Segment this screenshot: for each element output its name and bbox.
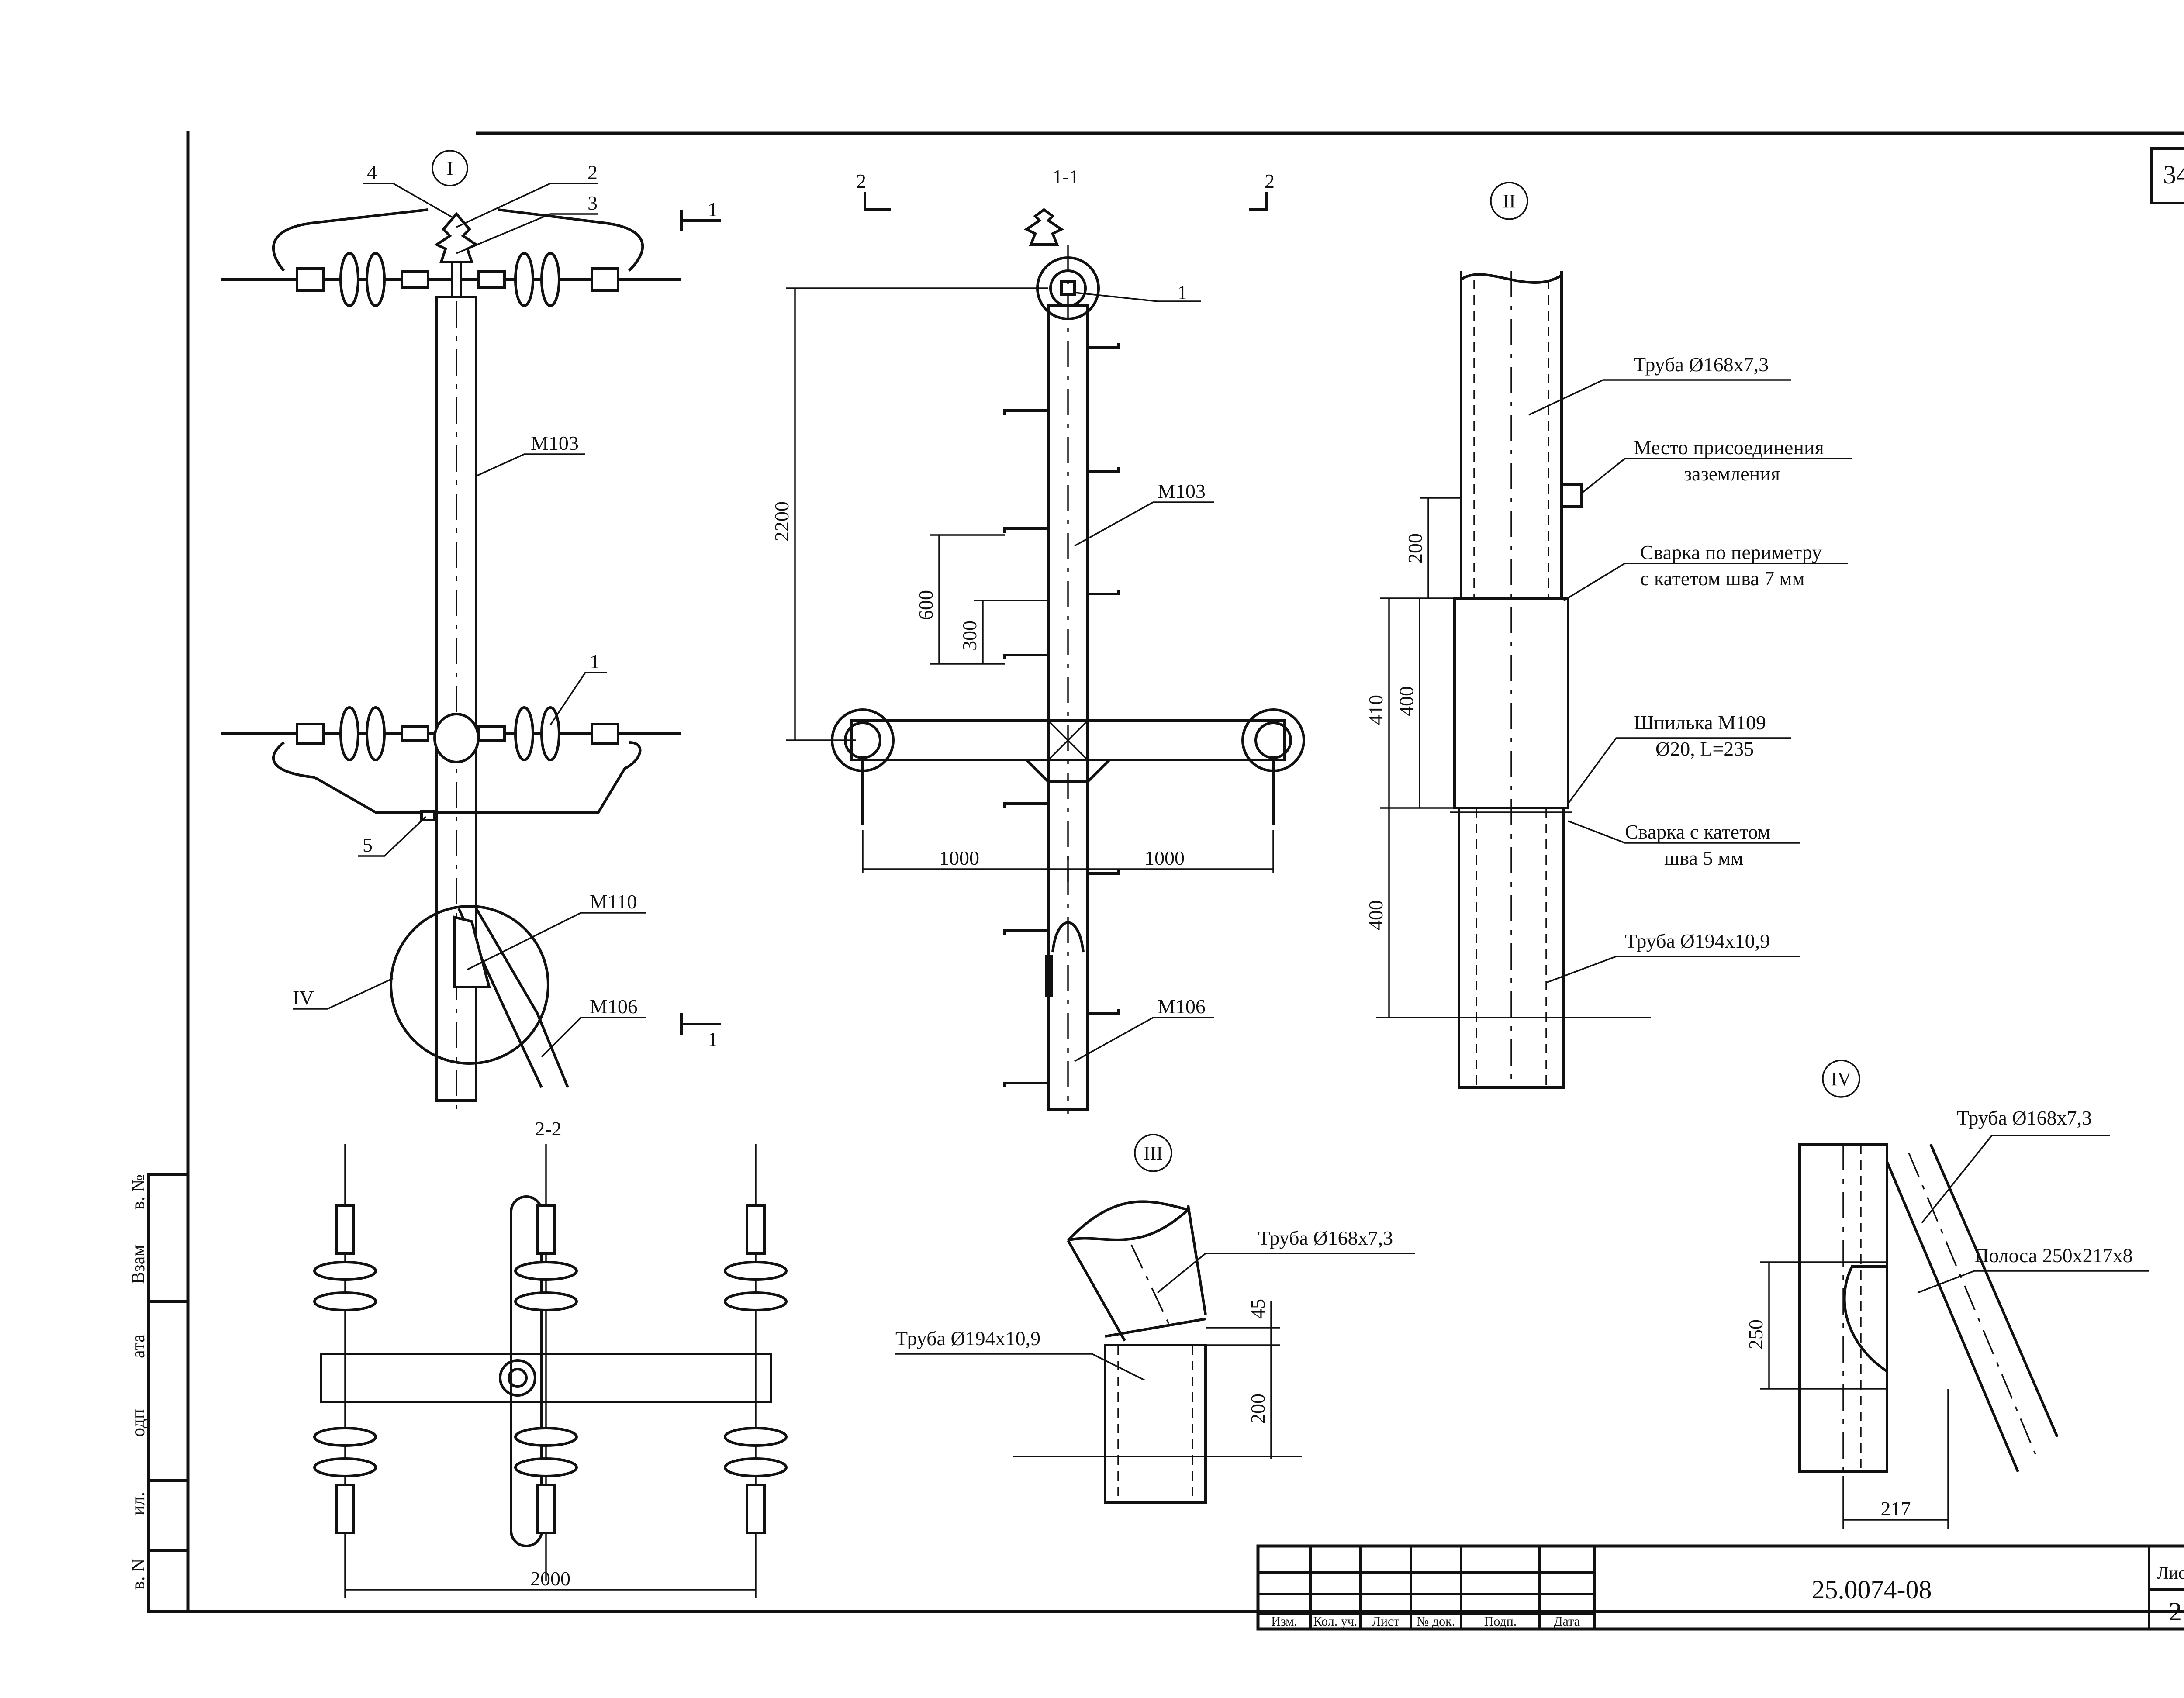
step-bolts — [1003, 343, 1120, 1087]
section-2-2-view — [313, 1144, 788, 1598]
iv-pipe-label: Труба Ø168х7,3 — [1957, 1107, 2092, 1129]
callout-4: 4 — [367, 161, 377, 183]
weld-perimeter-label-1: Сварка по периметру — [1640, 541, 1822, 563]
label-m103: М103 — [531, 432, 579, 454]
pole-general-view-labels: I 4 2 3 1 5 М103 М110 М106 IV 1 1 — [293, 158, 718, 1050]
section-label-m106: М106 — [1158, 995, 1206, 1018]
insulator-stack-right — [724, 1204, 788, 1534]
pole-general-view — [221, 150, 721, 1109]
sheet-corner-number: 34 — [2163, 160, 2184, 189]
section-1-1-labels: 1-1 2 2 1 М103 М106 2200 600 300 1000 10… — [771, 166, 1275, 1018]
iii-pipe-top-label: Труба Ø168х7,3 — [1258, 1227, 1393, 1249]
insulator-stack-middle — [514, 1204, 578, 1534]
side-stamp: в. N ил. одп ата Взам в. № — [128, 1174, 149, 1590]
side-stamp-text-3: одп — [128, 1409, 149, 1437]
dim-600: 600 — [915, 590, 937, 620]
section-1-1-title: 1-1 — [1052, 166, 1079, 188]
dim-400-upper: 400 — [1395, 686, 1417, 716]
dim-200: 200 — [1404, 533, 1426, 563]
weld-cathetus-label-1: Сварка с катетом — [1625, 821, 1770, 843]
stamp-col-list: Лист — [1372, 1614, 1400, 1629]
stamp-col-doc: № док. — [1417, 1614, 1455, 1629]
top-insulator-string-right — [477, 252, 619, 307]
section-callout-1: 1 — [1177, 281, 1187, 304]
dim-1000-right: 1000 — [1144, 847, 1185, 869]
node-iii-title: III — [1144, 1142, 1163, 1164]
stud-label-1: Шпилька М109 — [1634, 711, 1766, 734]
label-m110: М110 — [590, 890, 637, 913]
side-stamp-text-1: в. N — [128, 1559, 149, 1590]
section-mark-2-right: 2 — [1265, 170, 1275, 192]
title-block — [1256, 1544, 2184, 1631]
section-mark-2-left: 2 — [856, 170, 866, 192]
section-mark-1-top: 1 — [708, 198, 718, 221]
weld-perimeter-label-2: с катетом шва 7 мм — [1640, 567, 1805, 590]
weld-cathetus-label-2: шва 5 мм — [1664, 847, 1743, 869]
dim-2000: 2000 — [530, 1567, 570, 1590]
section-label-m103: М103 — [1158, 480, 1206, 502]
side-stamp-text-6: в. № — [128, 1174, 149, 1210]
iii-dim-45: 45 — [1247, 1299, 1269, 1319]
pin-insulator-top — [434, 212, 479, 298]
callout-3: 3 — [587, 192, 598, 214]
insulator-stack-left — [313, 1204, 377, 1534]
ground-connection-label-1: Место присоединения — [1634, 436, 1824, 459]
section-1-1-view — [786, 192, 1305, 1114]
sheet-number: 2 — [2169, 1597, 2182, 1626]
iv-strip-label: Полоса 250х217х8 — [1974, 1244, 2133, 1267]
dim-400-lower: 400 — [1365, 900, 1387, 930]
node-iv-view — [1760, 1060, 2149, 1529]
stamp-col-kol: Кол. уч. — [1313, 1614, 1358, 1629]
dim-1000-left: 1000 — [939, 847, 979, 869]
section-2-2-title: 2-2 — [535, 1118, 561, 1140]
document-number: 25.0074-08 — [1812, 1575, 1932, 1604]
node-iv-title: IV — [1831, 1068, 1852, 1090]
callout-2: 2 — [587, 161, 598, 183]
node-iii-labels: III Труба Ø168х7,3 Труба Ø194х10,9 45 20… — [895, 1142, 1393, 1424]
dim-410: 410 — [1365, 695, 1387, 725]
mid-insulator-string-left — [296, 706, 429, 761]
label-m106: М106 — [590, 995, 638, 1018]
side-stamp-text-5: Взам — [128, 1245, 149, 1284]
ground-connection-label-2: заземления — [1684, 462, 1780, 485]
node-ii-labels: II Труба Ø168х7,3 Место присоединения за… — [1365, 190, 1824, 952]
top-insulator-string-left — [296, 252, 429, 307]
iv-dim-250: 250 — [1745, 1319, 1767, 1349]
node-iii-view — [895, 1134, 1415, 1504]
node-ii-title: II — [1503, 190, 1515, 212]
stud-label-2: Ø20, L=235 — [1655, 738, 1754, 760]
callout-5: 5 — [363, 834, 373, 856]
node-iv-labels: IV Труба Ø168х7,3 Полоса 250х217х8 250 2… — [1745, 1068, 2133, 1520]
iv-dim-217: 217 — [1881, 1498, 1911, 1520]
side-stamp-text-2: ил. — [128, 1492, 149, 1515]
callout-1: 1 — [590, 650, 600, 673]
iii-pipe-bottom-label: Труба Ø194х10,9 — [895, 1327, 1040, 1349]
title-block-text: Изм. Кол. уч. Лист № док. Подп. Дата 25.… — [1271, 1563, 2184, 1629]
mid-insulator-string-right — [477, 706, 619, 761]
drawing-frame — [147, 131, 2184, 1613]
stamp-col-izm: Изм. — [1271, 1614, 1297, 1629]
label-iv: IV — [293, 987, 314, 1009]
stamp-col-podp: Подп. — [1484, 1614, 1517, 1629]
sheet-label: Лист — [2157, 1563, 2184, 1583]
section-2-2-labels: 2-2 2000 — [530, 1118, 570, 1590]
dim-2200: 2200 — [771, 501, 793, 542]
iii-dim-200: 200 — [1247, 1394, 1269, 1424]
dim-300: 300 — [958, 621, 981, 651]
pipe-top-label: Труба Ø168х7,3 — [1634, 353, 1769, 376]
stamp-col-data: Дата — [1554, 1614, 1580, 1629]
node-i-label: I — [447, 158, 453, 179]
section-mark-1-bottom: 1 — [708, 1028, 718, 1050]
pipe-bottom-label: Труба Ø194х10,9 — [1625, 930, 1770, 952]
side-stamp-text-4: ата — [128, 1334, 149, 1358]
node-ii-view — [1376, 182, 1852, 1089]
